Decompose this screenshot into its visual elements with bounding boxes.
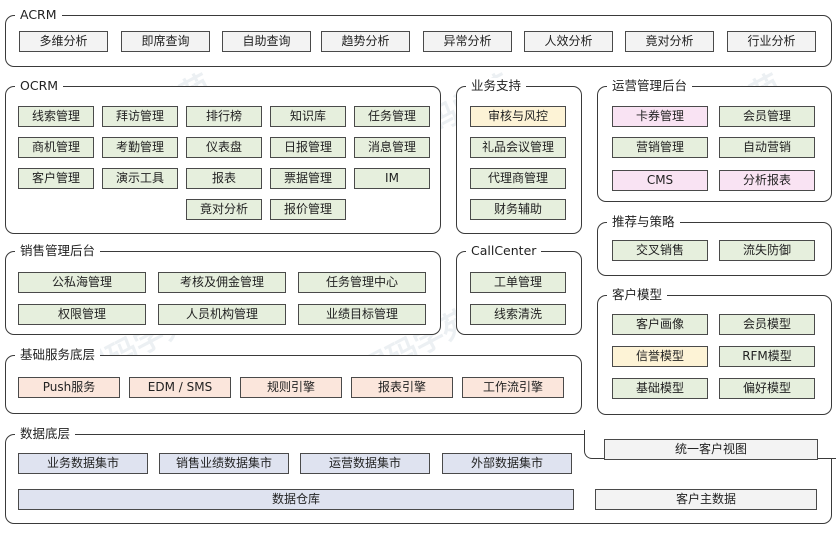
ocrm-item: 线索管理 [18,106,94,127]
sales-backend-item: 权限管理 [18,304,146,325]
unified-customer-view: 统一客户视图 [604,439,818,460]
data-layer-item: 外部数据集市 [442,453,572,474]
base-service-title: 基础服务底层 [15,347,101,363]
ops-backend-item: 卡券管理 [612,106,708,127]
ocrm-item: IM [354,168,430,189]
ocrm-item: 票据管理 [270,168,346,189]
acrm-item: 异常分析 [423,31,512,52]
ops-backend-item: 营销管理 [612,137,708,158]
callcenter-item: 线索清洗 [470,304,566,325]
acrm-item: 人效分析 [524,31,613,52]
recommend-item: 交叉销售 [612,240,708,261]
business-support-item: 代理商管理 [470,168,566,189]
ocrm-item: 日报管理 [270,137,346,158]
acrm-item: 竟对分析 [625,31,714,52]
ocrm-item: 考勤管理 [102,137,178,158]
acrm-item: 即席查询 [121,31,210,52]
ops-backend-title: 运营管理后台 [607,78,693,94]
sales-backend-item: 任务管理中心 [298,272,426,293]
ocrm-item: 竟对分析 [186,199,262,220]
recommend-item: 流失防御 [719,240,815,261]
data-warehouse: 数据仓库 [18,489,574,510]
base-service-item: Push服务 [18,377,120,398]
ocrm-item: 排行榜 [186,106,262,127]
customer-model-item: 偏好模型 [719,378,815,399]
ocrm-item: 任务管理 [354,106,430,127]
customer-model-item: RFM模型 [719,346,815,367]
business-support-item: 审核与风控 [470,106,566,127]
sales-backend-item: 公私海管理 [18,272,146,293]
sales-backend-item: 人员机构管理 [158,304,286,325]
ocrm-item: 报表 [186,168,262,189]
ocrm-item: 演示工具 [102,168,178,189]
ocrm-item: 拜访管理 [102,106,178,127]
acrm-title: ACRM [15,7,62,23]
recommend-title: 推荐与策略 [607,214,680,230]
base-service-item: EDM / SMS [129,377,231,398]
acrm-item: 多维分析 [19,31,108,52]
data-layer-item: 销售业绩数据集市 [159,453,289,474]
customer-model-item: 客户画像 [612,314,708,335]
ocrm-title: OCRM [15,78,64,94]
ops-backend-item: 分析报表 [719,170,815,191]
customer-model-item: 信誉模型 [612,346,708,367]
acrm-item: 行业分析 [727,31,816,52]
customer-model-item: 会员模型 [719,314,815,335]
sales-backend-item: 考核及佣金管理 [158,272,286,293]
ops-backend-item: 会员管理 [719,106,815,127]
data-layer-item: 运营数据集市 [300,453,430,474]
data-layer-item: 业务数据集市 [18,453,148,474]
ops-backend-item: CMS [612,170,708,191]
customer-master-data: 客户主数据 [595,489,817,510]
ocrm-item: 商机管理 [18,137,94,158]
ocrm-item: 报价管理 [270,199,346,220]
base-service-item: 规则引擎 [240,377,342,398]
ocrm-item: 客户管理 [18,168,94,189]
customer-model-item: 基础模型 [612,378,708,399]
business-support-item: 财务辅助 [470,199,566,220]
business-support-title: 业务支持 [466,78,527,94]
ocrm-item: 消息管理 [354,137,430,158]
base-service-item: 工作流引擎 [462,377,564,398]
sales-backend-title: 销售管理后台 [15,243,101,259]
ops-backend-item: 自动营销 [719,137,815,158]
customer-model-title: 客户模型 [607,287,668,303]
ocrm-item: 知识库 [270,106,346,127]
ocrm-item: 仪表盘 [186,137,262,158]
data-layer-title: 数据底层 [15,426,76,442]
acrm-item: 趋势分析 [321,31,410,52]
sales-backend-item: 业绩目标管理 [298,304,426,325]
callcenter-item: 工单管理 [470,272,566,293]
callcenter-title: CallCenter [466,243,542,259]
base-service-item: 报表引擎 [351,377,453,398]
business-support-item: 礼品会议管理 [470,137,566,158]
acrm-item: 自助查询 [222,31,311,52]
